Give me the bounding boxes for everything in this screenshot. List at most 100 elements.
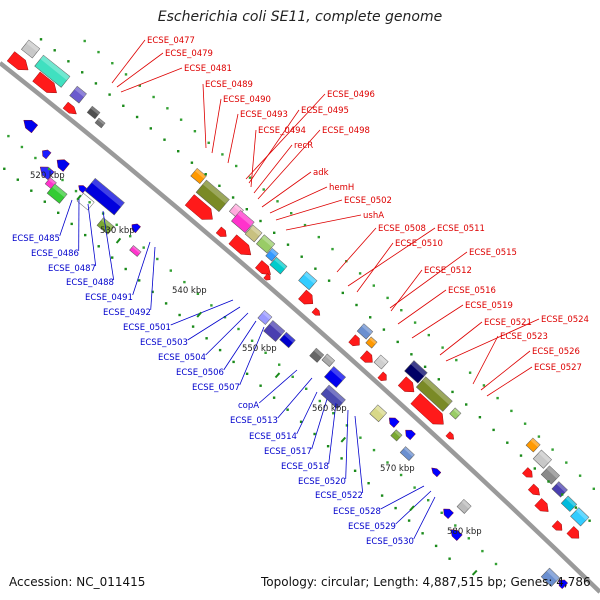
guide-dot <box>111 256 114 259</box>
label-leader <box>223 320 257 371</box>
gene-feature <box>254 260 271 275</box>
gene-feature <box>34 54 71 88</box>
gene-feature <box>56 159 70 172</box>
guide-dot <box>286 408 289 411</box>
guide-dot <box>138 279 141 282</box>
gene-label-reverse: ECSE_0528 <box>333 507 381 517</box>
guide-dot <box>300 255 303 258</box>
guide-dot <box>434 544 438 548</box>
guide-dot <box>523 422 527 425</box>
gene-block-shine <box>261 234 275 248</box>
guide-dot <box>340 457 343 460</box>
guide-dot <box>478 416 482 419</box>
label-leader <box>347 227 436 287</box>
guide-dot <box>83 39 86 43</box>
guide-dot <box>169 269 172 272</box>
guide-dot <box>210 304 213 307</box>
gene-arrow <box>6 51 29 71</box>
gene-feature <box>298 289 314 305</box>
gene-feature <box>94 117 106 129</box>
gene-block <box>560 495 578 512</box>
gene-feature <box>324 366 346 388</box>
gene-feature <box>184 194 213 220</box>
guide-dot <box>423 365 427 368</box>
guide-dot <box>355 303 358 307</box>
gene-feature <box>23 120 39 134</box>
gene-feature <box>365 336 378 349</box>
gene-arrow <box>431 467 442 478</box>
gene-feature <box>443 508 454 520</box>
label-leader <box>170 299 234 326</box>
guide-dot <box>218 184 221 187</box>
label-leader <box>132 241 151 296</box>
gene-feature <box>570 507 590 527</box>
gene-label-forward: hemH <box>329 183 354 193</box>
guide-dot <box>290 212 293 215</box>
guide-dot <box>191 325 195 328</box>
feature-bands <box>3 38 595 590</box>
gene-label-forward: ECSE_0490 <box>223 95 271 105</box>
gene-feature <box>534 498 549 512</box>
guide-dot <box>482 384 486 387</box>
gene-label-reverse: ECSE_0503 <box>140 338 188 348</box>
gene-feature <box>566 526 580 539</box>
guide-dot <box>547 480 550 483</box>
guide-dot <box>204 173 207 176</box>
gene-feature <box>369 404 388 423</box>
guide-dot <box>359 436 362 439</box>
gene-feature <box>397 376 415 393</box>
gene-block-shine <box>394 429 403 438</box>
gene-block <box>525 437 541 453</box>
gene-block <box>399 446 415 461</box>
label-leader <box>245 93 326 180</box>
guide-dot <box>151 290 154 294</box>
guide-dot <box>196 292 200 295</box>
gene-label-reverse: ECSE_0507 <box>192 383 240 393</box>
guide-dot <box>30 189 33 192</box>
gene-arrow <box>228 234 252 256</box>
guide-dot <box>164 302 168 305</box>
label-leader <box>311 398 328 450</box>
guide-dot <box>108 93 111 96</box>
label-leader <box>205 312 249 356</box>
gene-block-shine <box>81 193 95 205</box>
guide-dot <box>272 396 276 399</box>
guide-dot <box>386 296 389 300</box>
gene-feature <box>86 105 101 120</box>
guide-dot <box>205 337 208 340</box>
guide-dot <box>286 243 290 246</box>
gene-block-shine <box>313 348 324 358</box>
guide-dot <box>97 50 100 54</box>
gene-block <box>324 366 346 388</box>
guide-dot <box>314 267 317 270</box>
gene-block-shine <box>303 271 318 284</box>
gene-block-shine <box>274 257 287 270</box>
gene-label-forward: ECSE_0511 <box>437 224 485 234</box>
guide-dot <box>264 351 267 354</box>
gene-block <box>86 105 101 120</box>
gene-label-forward: ECSE_0524 <box>541 315 589 325</box>
gene-arrow <box>298 289 314 305</box>
scale-tick <box>196 311 202 318</box>
gene-block <box>129 245 142 257</box>
guide-dot <box>386 461 389 464</box>
scale-tick-label: 540 kbp <box>172 286 207 296</box>
label-leader <box>87 203 97 267</box>
label-leader <box>354 415 364 494</box>
guide-dot <box>278 363 281 366</box>
guide-dot <box>152 95 155 99</box>
label-leader <box>258 369 298 404</box>
gene-arrow <box>410 393 444 425</box>
map-title: Escherichia coli SE11, complete genome <box>157 9 443 25</box>
gene-label-forward: ECSE_0527 <box>534 363 582 373</box>
guide-dot <box>250 339 254 342</box>
guide-dot <box>111 62 114 65</box>
gene-label-forward: ECSE_0494 <box>258 126 306 136</box>
gene-block <box>551 481 568 498</box>
guide-dot <box>317 235 320 239</box>
guide-dot <box>149 127 152 130</box>
gene-feature <box>377 371 387 381</box>
guide-dot <box>135 115 139 119</box>
gene-feature <box>309 347 325 363</box>
label-leader <box>472 335 499 385</box>
